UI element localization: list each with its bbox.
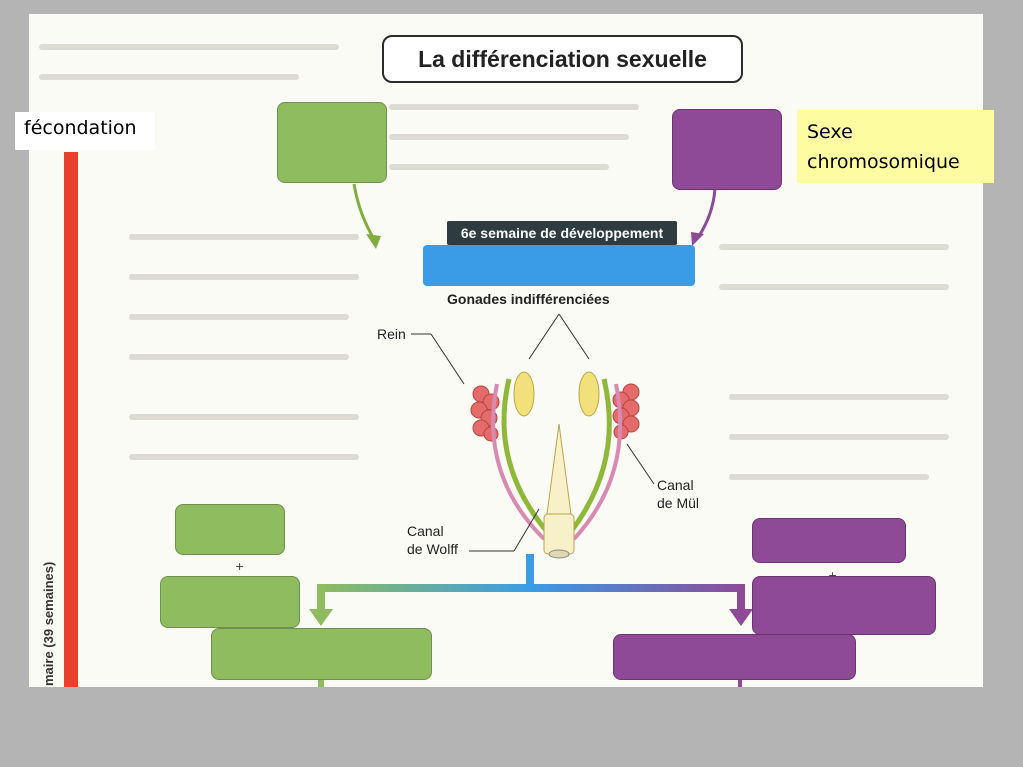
label-canal-wolff-1: Canal	[407, 523, 444, 539]
page-title: La différenciation sexuelle	[382, 35, 743, 83]
plus-sign: +	[235, 560, 245, 573]
faded-text-line	[129, 454, 359, 460]
faded-text-line	[129, 354, 349, 360]
green-answer-box-2[interactable]	[160, 576, 300, 628]
faded-text-line	[729, 474, 929, 480]
purple-answer-box-1[interactable]	[752, 518, 906, 563]
diagram-arrows	[352, 183, 717, 249]
faded-text-line	[129, 314, 349, 320]
label-canal-muller-2: de Müller	[657, 495, 699, 511]
label-canal-wolff-2: de Wolff	[407, 541, 458, 557]
purple-answer-box-3[interactable]	[613, 634, 856, 680]
label-sexe-chromosomique: Sexe chromosomique	[797, 110, 994, 183]
plus-sign: +	[828, 569, 837, 582]
faded-text-line	[389, 134, 629, 140]
timeline-label: maire (39 semaines)	[41, 561, 56, 686]
faded-text-line	[129, 234, 359, 240]
faded-text-line	[729, 434, 949, 440]
faded-text-line	[129, 274, 359, 280]
faded-text-line	[389, 164, 609, 170]
faded-text-line	[729, 394, 949, 400]
branching-arrow	[309, 554, 753, 687]
green-answer-box-1[interactable]	[175, 504, 285, 555]
faded-text-line	[719, 284, 949, 290]
purple-answer-box-top[interactable]	[672, 109, 782, 190]
faded-text-line	[39, 44, 339, 50]
gonad-illustration: Gonades indifférenciées Rein Canal de Mü…	[377, 291, 699, 559]
label-rein: Rein	[377, 326, 406, 342]
blue-answer-box[interactable]	[423, 245, 695, 286]
green-answer-box-3[interactable]	[211, 628, 432, 680]
label-gonades: Gonades indifférenciées	[447, 291, 610, 307]
green-answer-box-top[interactable]	[277, 102, 387, 183]
purple-answer-box-2[interactable]	[752, 576, 936, 635]
label-fecondation: fécondation	[15, 112, 155, 150]
label-sexe-line2: chromosomique	[807, 151, 960, 173]
faded-text-line	[129, 414, 359, 420]
stage-label: 6e semaine de développement	[447, 221, 677, 245]
label-sexe-line1: Sexe	[807, 121, 853, 143]
faded-text-line	[719, 244, 949, 250]
faded-text-line	[389, 104, 639, 110]
timeline-bar	[64, 152, 78, 687]
faded-text-line	[39, 74, 299, 80]
label-canal-muller-1: Canal	[657, 477, 694, 493]
